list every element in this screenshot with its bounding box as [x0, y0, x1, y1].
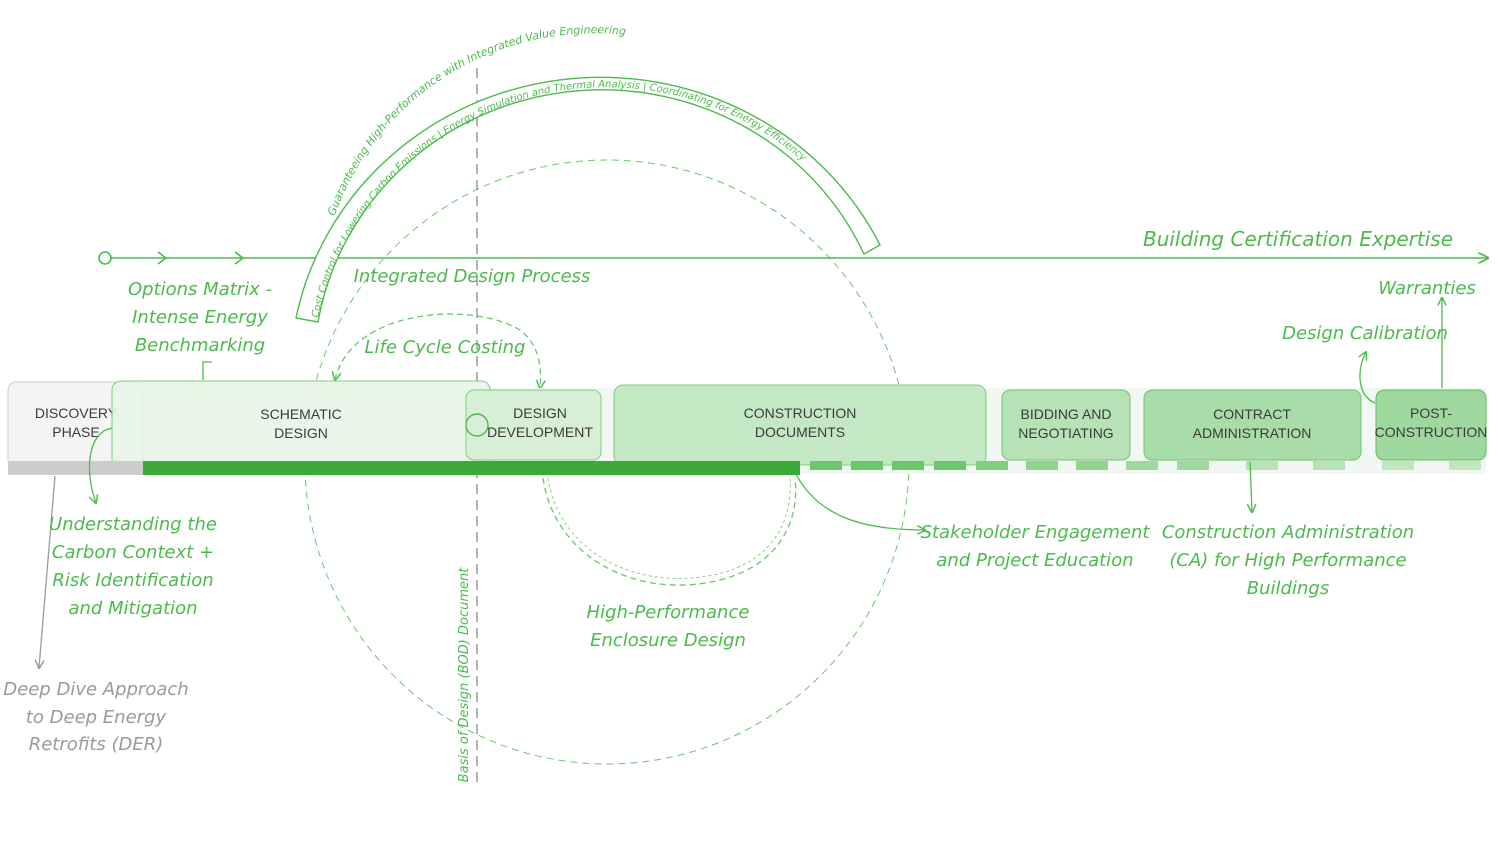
svg-text:Benchmarking: Benchmarking: [135, 335, 265, 356]
label-options-matrix: Options Matrix - Intense Energy Benchmar…: [128, 279, 272, 356]
svg-text:Options Matrix -: Options Matrix -: [128, 279, 272, 300]
enclosure-loop: [542, 477, 797, 586]
timeline-start-dot: [98, 251, 112, 265]
svg-text:Enclosure Design: Enclosure Design: [590, 630, 746, 651]
label-integrated-design: Integrated Design Process: [354, 266, 591, 287]
progress-bar-dashed: [810, 461, 1481, 470]
phase-bid-line1: BIDDING AND: [1020, 406, 1111, 422]
phase-contract-administration[interactable]: CONTRACT ADMINISTRATION: [1143, 389, 1362, 461]
progress-dash-segment: [1246, 461, 1278, 470]
label-deep-dive: Deep Dive Approach to Deep Energy Retrof…: [3, 679, 188, 755]
phase-bidding[interactable]: BIDDING AND NEGOTIATING: [1001, 389, 1131, 461]
svg-text:Buildings: Buildings: [1247, 578, 1329, 599]
label-life-cycle: Life Cycle Costing: [365, 337, 526, 358]
timeline-chevron-1: [157, 251, 168, 265]
value-engineering-arc-band: [295, 76, 881, 323]
svg-text:Intense Energy: Intense Energy: [132, 307, 268, 328]
label-bod-document: Basis of Design (BOD) Document: [457, 567, 472, 783]
label-carbon-context: Understanding the Carbon Context + Risk …: [49, 514, 217, 619]
phase-ca-line1: CONTRACT: [1213, 406, 1291, 422]
progress-dash-segment: [851, 461, 883, 470]
progress-dash-segment: [1382, 461, 1414, 470]
progress-dash-segment: [892, 461, 924, 470]
svg-text:and Mitigation: and Mitigation: [68, 598, 197, 619]
phase-schematic[interactable]: SCHEMATIC DESIGN: [111, 380, 491, 470]
label-enclosure-design: High-Performance Enclosure Design: [587, 602, 750, 651]
progress-dash-segment: [1126, 461, 1158, 470]
progress-dash-segment: [976, 461, 1008, 470]
timeline-chevron-2: [234, 251, 245, 265]
life-cycle-arc: [335, 313, 541, 388]
progress-dash-segment: [1313, 461, 1345, 470]
carbon-connector: [88, 427, 113, 503]
calibration-connector: [1360, 352, 1376, 404]
deep-dive-connector: [39, 475, 56, 668]
phase-discovery-line1: DISCOVERY: [35, 405, 118, 421]
svg-text:(CA) for High Performance: (CA) for High Performance: [1169, 550, 1406, 571]
progress-dash-segment: [1177, 461, 1209, 470]
phase-post-construction[interactable]: POST- CONSTRUCTION: [1375, 389, 1488, 461]
progress-dash-segment: [1449, 461, 1481, 470]
svg-text:Construction Administration: Construction Administration: [1162, 522, 1414, 543]
label-stakeholder: Stakeholder Engagement and Project Educa…: [921, 522, 1151, 571]
phase-post-line1: POST-: [1410, 405, 1452, 421]
life-cycle-node: [465, 413, 489, 437]
ca-connector: [1250, 461, 1252, 512]
phase-dd-line2: DEVELOPMENT: [487, 424, 593, 440]
phase-discovery[interactable]: DISCOVERY PHASE: [7, 381, 144, 469]
svg-text:to Deep Energy: to Deep Energy: [26, 707, 167, 728]
svg-text:Risk Identification: Risk Identification: [52, 570, 213, 591]
phase-schematic-line1: SCHEMATIC: [260, 406, 341, 422]
phase-design-development[interactable]: DESIGN DEVELOPMENT: [465, 389, 602, 461]
svg-text:High-Performance: High-Performance: [587, 602, 750, 623]
progress-dash-segment: [1026, 461, 1058, 470]
progress-dash-segment: [934, 461, 966, 470]
svg-text:Carbon Context +: Carbon Context +: [52, 542, 214, 563]
progress-dash-segment: [1076, 461, 1108, 470]
progress-bar-solid: [143, 461, 800, 475]
phase-cd-line2: DOCUMENTS: [755, 424, 845, 440]
phase-post-line2: CONSTRUCTION: [1375, 424, 1488, 440]
svg-text:Deep Dive Approach: Deep Dive Approach: [3, 679, 188, 700]
svg-text:and Project Education: and Project Education: [936, 550, 1133, 571]
label-warranties: Warranties: [1378, 278, 1476, 299]
label-construction-admin: Construction Administration (CA) for Hig…: [1162, 522, 1414, 599]
phase-construction-documents[interactable]: CONSTRUCTION DOCUMENTS: [613, 384, 987, 466]
options-connector: [202, 361, 212, 380]
progress-dash-segment: [810, 461, 842, 470]
svg-text:Understanding the: Understanding the: [49, 514, 217, 535]
label-building-cert: Building Certification Expertise: [1143, 227, 1453, 251]
svg-text:Retrofits (DER): Retrofits (DER): [29, 734, 164, 755]
svg-text:Stakeholder Engagement: Stakeholder Engagement: [921, 522, 1151, 543]
phase-ca-line2: ADMINISTRATION: [1193, 425, 1312, 441]
phase-discovery-line2: PHASE: [52, 424, 99, 440]
phase-dd-line1: DESIGN: [513, 405, 567, 421]
label-design-calibration: Design Calibration: [1282, 323, 1448, 344]
phase-bid-line2: NEGOTIATING: [1018, 425, 1113, 441]
phase-cd-line1: CONSTRUCTION: [744, 405, 857, 421]
phase-schematic-line2: DESIGN: [274, 425, 328, 441]
stakeholder-connector: [795, 473, 925, 530]
enclosure-loop-inner: [547, 477, 791, 579]
progress-bar-grey: [8, 461, 148, 475]
